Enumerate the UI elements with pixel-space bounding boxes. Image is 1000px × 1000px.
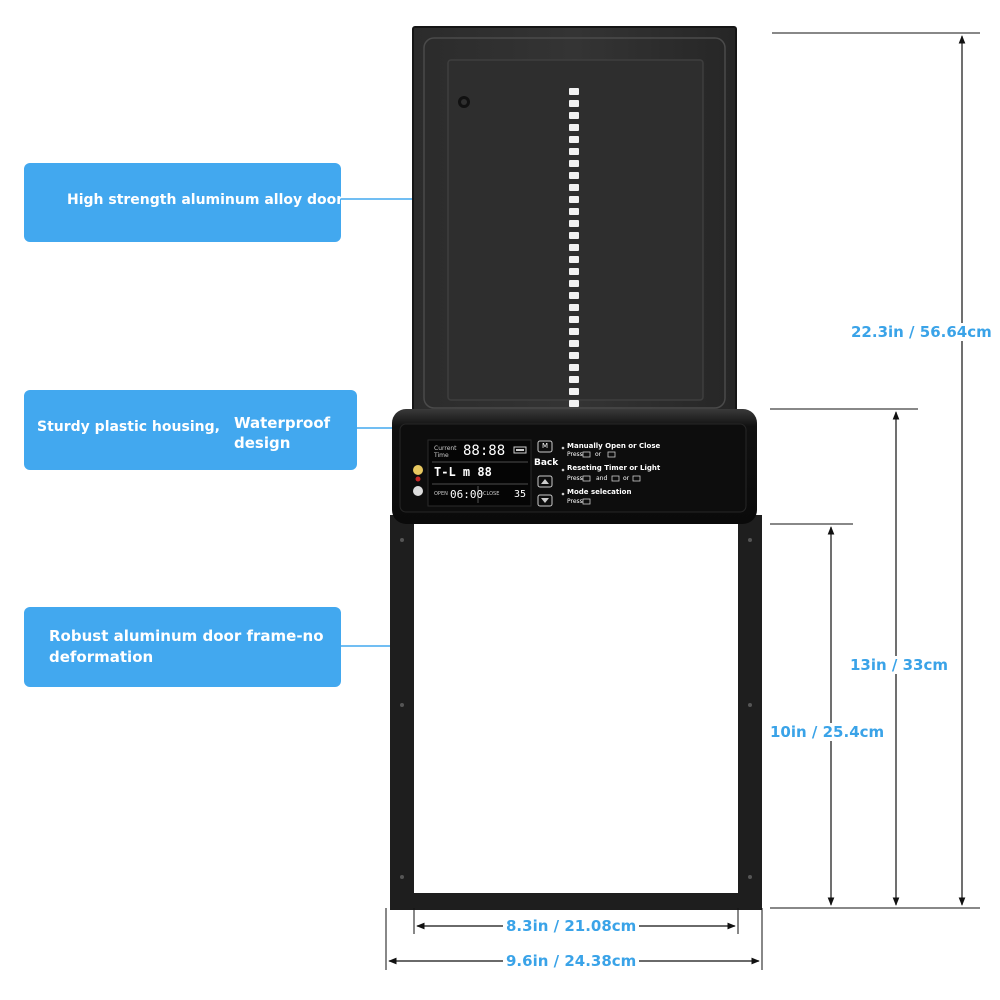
hint-mode-title: Mode selecation	[567, 488, 632, 496]
callout-housing: Sturdy plastic housing, Waterproof desig…	[24, 390, 357, 470]
light-strip-segment	[569, 112, 579, 119]
light-strip-segment	[569, 208, 579, 215]
light-strip-segment	[569, 292, 579, 299]
light-strip-segment	[569, 256, 579, 263]
light-strip-segment	[569, 184, 579, 191]
light-strip-segment	[569, 160, 579, 167]
hint-mode-press: Press	[567, 498, 583, 505]
hint-manual-title: Manually Open or Close	[567, 442, 661, 450]
light-strip-segment	[569, 304, 579, 311]
light-strip-segment	[569, 328, 579, 335]
callout-waterproof-line1: Waterproof	[234, 414, 331, 432]
lcd-mode-text: T-L m 88	[434, 465, 492, 479]
callout-frame-line2: deformation	[49, 648, 154, 666]
dim-outer-width: 9.6in / 24.38cm	[503, 952, 640, 970]
callout-housing-text: Sturdy plastic housing,	[37, 419, 220, 435]
hint-manual-press: Press	[567, 451, 583, 458]
lcd-current-label-2: Time	[434, 452, 449, 459]
led-white	[413, 486, 423, 496]
led-red	[415, 476, 421, 482]
callout-waterproof-line2: design	[234, 434, 291, 452]
callout-frame: Robust aluminum door frame-no deformatio…	[24, 607, 341, 687]
light-strip-segment	[569, 220, 579, 227]
hint-reset-or: or	[623, 475, 630, 482]
dim-total-height: 22.3in / 56.64cm	[851, 323, 992, 341]
m-key[interactable]: M	[542, 442, 549, 450]
hint-reset-title: Reseting Timer or Light	[567, 464, 661, 472]
light-strip-segment	[569, 196, 579, 203]
light-strip-segment	[569, 232, 579, 239]
down-key	[537, 494, 553, 507]
callout-door: High strength aluminum alloy door	[24, 163, 344, 242]
sliding-door	[412, 26, 737, 418]
lcd-close-value: 35	[514, 489, 527, 500]
light-strip-segment	[569, 124, 579, 131]
lcd-current-label-1: Current	[434, 445, 457, 452]
callout-frame-line1: Robust aluminum door frame-no	[49, 627, 324, 645]
light-strip-segment	[569, 400, 579, 407]
light-strip-segment	[569, 172, 579, 179]
hint-reset-press: Press	[567, 475, 583, 482]
light-strip-segment	[569, 316, 579, 323]
lcd-time-digits: 88:88	[463, 443, 506, 459]
lcd-close-label: CLOSE	[483, 491, 500, 497]
dim-opening-height: 10in / 25.4cm	[770, 723, 885, 741]
lcd-open-time: 06:00	[450, 488, 484, 501]
light-strip-segment	[569, 340, 579, 347]
control-housing	[392, 409, 757, 524]
back-label[interactable]: Back	[534, 458, 559, 468]
light-strip-segment	[569, 376, 579, 383]
dim-inner-width: 8.3in / 21.08cm	[503, 917, 640, 935]
light-strip-segment	[569, 268, 579, 275]
up-key	[537, 475, 553, 488]
light-strip-segment	[569, 88, 579, 95]
dim-housing-height: 13in / 33cm	[850, 656, 949, 674]
lcd-open-label: OPEN	[434, 491, 448, 497]
battery-icon	[513, 446, 527, 454]
door-light-strip	[569, 88, 579, 407]
led-yellow	[413, 465, 423, 475]
door-frame	[390, 515, 762, 910]
light-strip-segment	[569, 136, 579, 143]
light-strip-segment	[569, 364, 579, 371]
light-strip-segment	[569, 244, 579, 251]
callout-door-text: High strength aluminum alloy door	[67, 192, 344, 208]
light-strip-segment	[569, 352, 579, 359]
light-strip-segment	[569, 280, 579, 287]
hint-manual-or: or	[595, 451, 602, 458]
light-strip-segment	[569, 388, 579, 395]
hint-reset-and: and	[596, 475, 608, 482]
light-strip-segment	[569, 100, 579, 107]
light-strip-segment	[569, 148, 579, 155]
m-key-frame	[537, 440, 553, 453]
